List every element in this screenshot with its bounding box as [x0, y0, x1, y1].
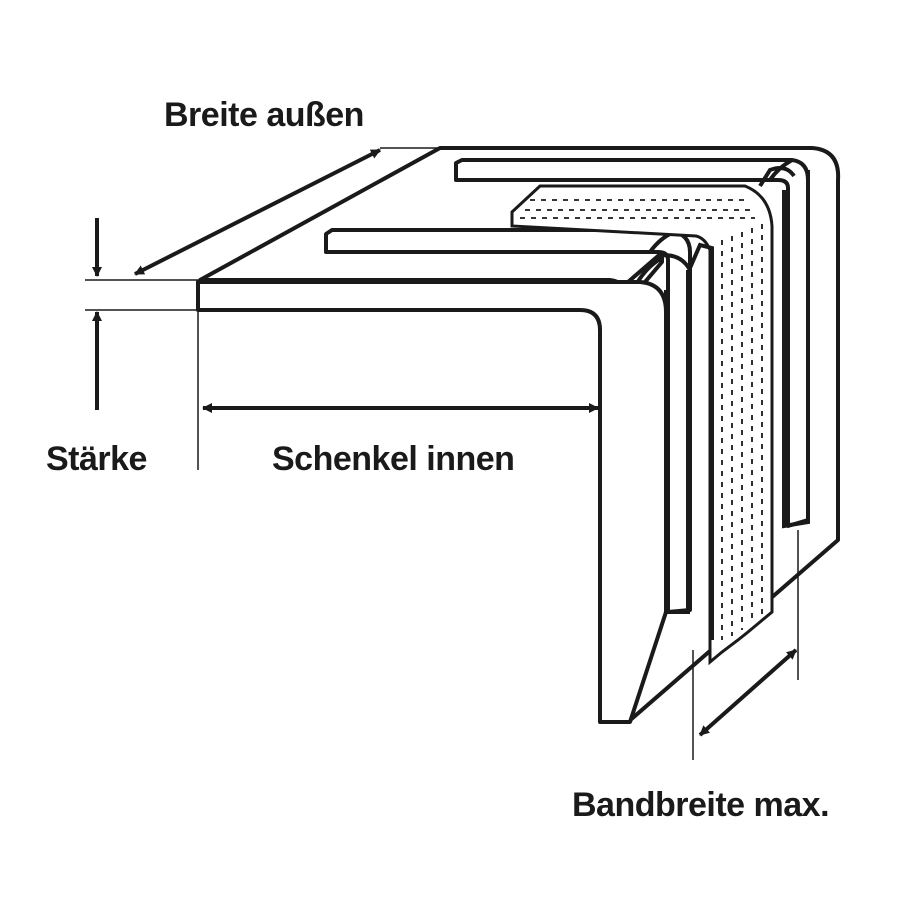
dimension-staerke: [85, 218, 198, 410]
label-breite-aussen: Breite außen: [164, 96, 364, 134]
label-bandbreite-max: Bandbreite max.: [572, 786, 829, 824]
dimension-breite-aussen: [134, 147, 440, 276]
vertical-leg-lines: [664, 166, 810, 640]
strap-band: [510, 184, 774, 666]
front-profile: [196, 253, 692, 724]
label-schenkel-innen: Schenkel innen: [272, 440, 514, 478]
dimension-schenkel-innen: [197, 312, 599, 470]
dimension-bandbreite: [692, 530, 799, 760]
label-staerke: Stärke: [46, 440, 147, 478]
